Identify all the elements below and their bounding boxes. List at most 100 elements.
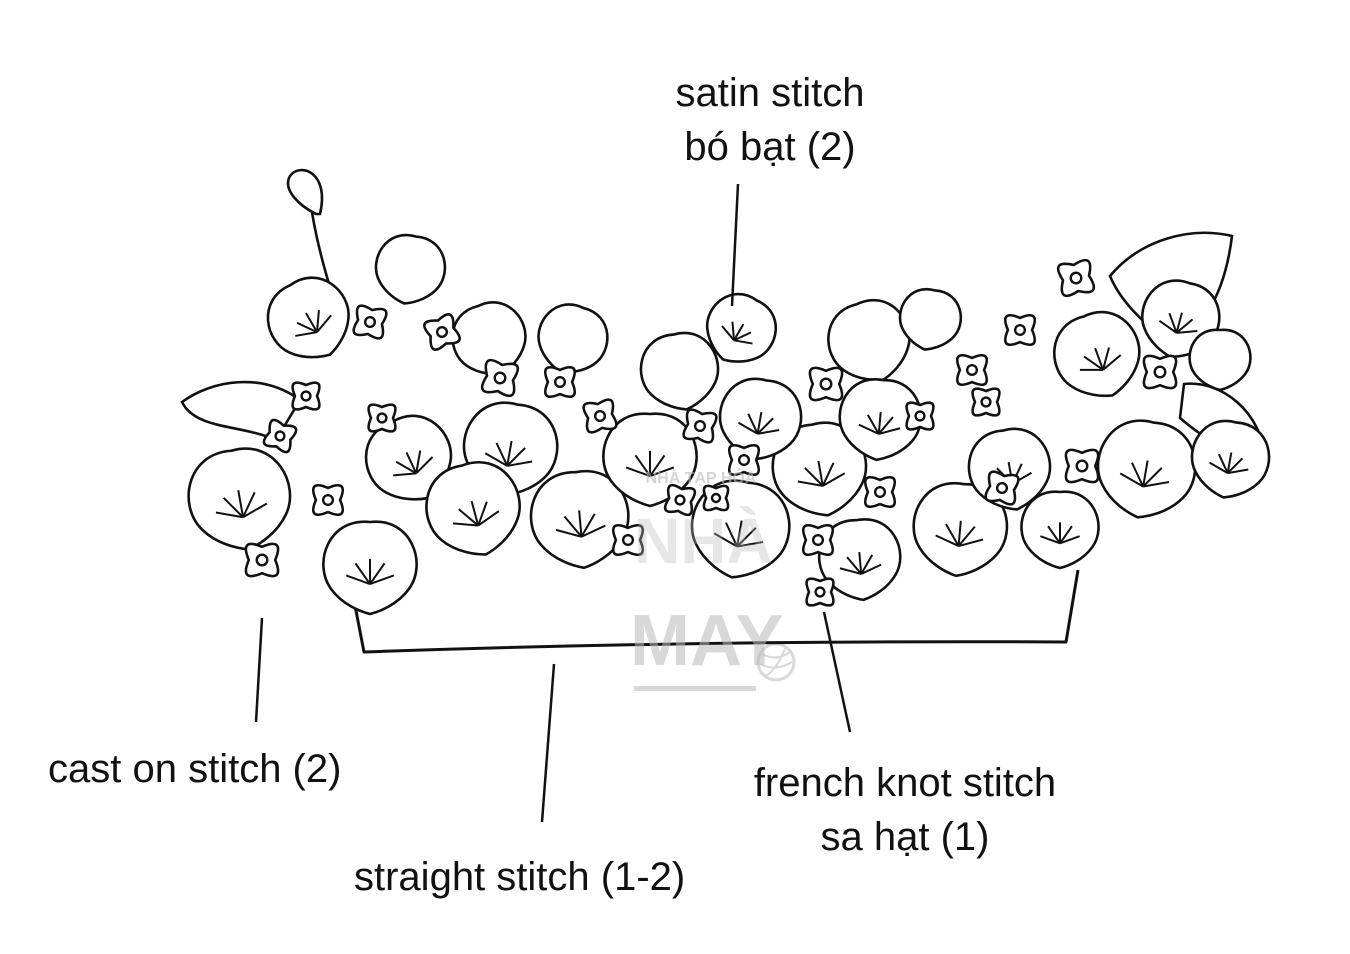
leaf-outline xyxy=(374,233,447,305)
satin-stitch-label-line1: satin stitch xyxy=(675,71,865,115)
leaf xyxy=(838,378,922,462)
leaf-vein xyxy=(215,511,244,519)
leaf xyxy=(1188,328,1252,392)
leaf-vein xyxy=(945,523,960,547)
leaf xyxy=(1020,490,1100,570)
flower xyxy=(262,418,298,454)
leaf xyxy=(602,412,698,508)
flower-center xyxy=(300,390,312,402)
leaf-vein xyxy=(738,421,759,435)
flower-center xyxy=(693,419,707,433)
leader-line-cast-on xyxy=(254,617,264,723)
leaf xyxy=(374,233,447,305)
flower xyxy=(702,484,730,512)
leaf-vein xyxy=(393,472,417,477)
leaf-vein xyxy=(877,411,882,435)
leaf xyxy=(1096,419,1197,519)
flower-center xyxy=(593,409,607,423)
flower-center xyxy=(1013,323,1027,337)
flower xyxy=(612,524,644,556)
leaf-vein xyxy=(878,416,894,435)
leaf-vein xyxy=(713,532,738,548)
leaf-outline xyxy=(898,287,963,351)
leaf-vein xyxy=(452,522,479,527)
leaf-vein xyxy=(1119,472,1144,488)
leaf-vein xyxy=(958,538,984,548)
leaf-vein xyxy=(581,524,606,538)
leaf-vein xyxy=(756,417,774,435)
leaf xyxy=(706,292,777,363)
leaf-vein xyxy=(1217,453,1229,474)
flower-center xyxy=(914,410,926,422)
flower-center xyxy=(674,494,686,506)
leaf-vein xyxy=(1102,354,1122,371)
leaf-vein xyxy=(878,427,901,435)
leaf-vein xyxy=(580,513,596,538)
flower xyxy=(544,366,576,398)
leaf-vein xyxy=(1131,462,1144,487)
flower xyxy=(244,542,280,578)
leaf-vein xyxy=(860,563,882,575)
leaf-vein xyxy=(822,472,846,487)
french-knot-label-line2: sa hạt (1) xyxy=(820,815,990,859)
flower xyxy=(423,313,461,351)
flower xyxy=(1142,354,1178,390)
leaf-vein xyxy=(1102,347,1110,371)
flower-center xyxy=(553,375,567,389)
leaf-vein xyxy=(866,414,880,435)
sprout-leaf xyxy=(286,168,324,216)
flower-center xyxy=(995,481,1009,495)
leaf-vein xyxy=(935,534,960,547)
leaf-vein xyxy=(1047,525,1061,544)
leaf-vein xyxy=(563,515,583,538)
leaf-vein xyxy=(295,331,318,337)
leaf-vein xyxy=(415,450,422,474)
french-knot-label-line1: french knot stitch xyxy=(753,761,1057,805)
flower xyxy=(805,577,835,607)
watermark-line1: NHÀ xyxy=(634,505,773,577)
foliage-cluster xyxy=(180,168,1271,616)
flower-center xyxy=(321,493,335,507)
leaf-vein xyxy=(725,522,738,547)
leaf-vein xyxy=(1227,468,1249,475)
leaf xyxy=(187,447,292,551)
leaf-vein xyxy=(1176,330,1198,334)
leaf-vein xyxy=(756,411,763,434)
flower-center xyxy=(255,553,269,567)
leaf xyxy=(818,518,902,602)
leaf-vein xyxy=(296,321,318,334)
leaf-vein xyxy=(804,467,824,487)
leaf-vein xyxy=(222,497,244,518)
leaf-vein xyxy=(733,331,752,342)
french-knot-stitch-label: french knot stitch sa hạt (1) xyxy=(730,756,1080,864)
leaf-vein xyxy=(345,574,371,586)
leaf-vein xyxy=(415,456,434,475)
leaf-vein xyxy=(736,527,757,548)
leaf xyxy=(898,287,963,351)
leaf xyxy=(364,414,453,501)
flower xyxy=(480,358,520,398)
flower xyxy=(1056,258,1096,298)
satin-stitch-label: satin stitch bó bạt (2) xyxy=(640,66,900,174)
leaf-vein xyxy=(458,508,479,527)
leaf-vein xyxy=(1226,452,1233,474)
flower-center xyxy=(435,325,449,339)
leaf-vein xyxy=(354,562,371,585)
flower-center xyxy=(980,396,992,408)
flower xyxy=(808,366,844,402)
leaf-vein xyxy=(817,460,824,487)
leaf-vein xyxy=(1168,312,1178,334)
leaf-vein xyxy=(1040,535,1061,545)
leaf-vein xyxy=(578,510,583,537)
leaf xyxy=(266,276,350,359)
leaf-vein xyxy=(237,489,245,518)
leaf-vein xyxy=(634,454,651,477)
flower xyxy=(728,444,760,476)
leaf-outline xyxy=(639,331,720,411)
flower xyxy=(367,403,397,433)
leaf-vein xyxy=(721,325,735,341)
leaf-vein xyxy=(369,574,395,586)
leaf-vein xyxy=(846,556,862,575)
flower xyxy=(905,401,935,431)
